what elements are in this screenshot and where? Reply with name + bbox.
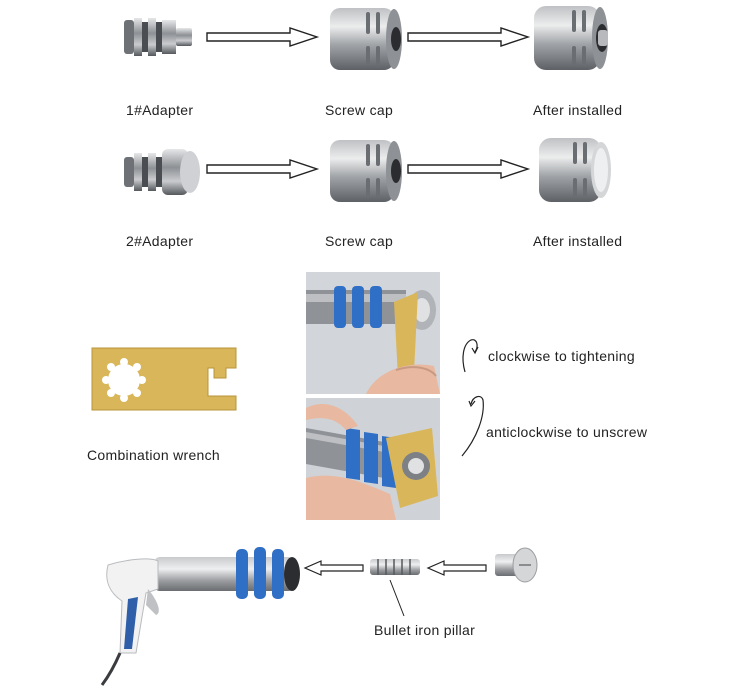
screw-cap-image [326, 134, 406, 206]
anticlockwise-instruction: anticlockwise to unscrew [486, 424, 648, 440]
anticlockwise-arrow-icon [459, 392, 489, 458]
bullet-iron-pillar-image [368, 556, 422, 578]
combination-wrench-image [88, 344, 240, 414]
arrow-left [303, 560, 365, 576]
adapter-1-image [118, 8, 198, 66]
installed-cap-image [535, 132, 615, 208]
arrow-right [406, 158, 531, 180]
unscrewing-photo [306, 398, 440, 520]
arrow-right [406, 26, 531, 48]
installed-cap-image [530, 0, 612, 76]
tightening-photo [306, 272, 440, 394]
screw-cap-label: Screw cap [325, 102, 394, 118]
screw-cap-image [326, 2, 406, 74]
bullet-iron-pillar-label: Bullet iron pillar [374, 622, 476, 638]
adapter-head-image [493, 546, 539, 584]
after-installed-label: After installed [533, 102, 623, 118]
arrow-left [426, 560, 488, 576]
screw-cap-label: Screw cap [325, 233, 394, 249]
adapter-2-label: 2#Adapter [126, 233, 194, 249]
after-installed-label: After installed [533, 233, 623, 249]
combination-wrench-label: Combination wrench [87, 447, 221, 463]
clockwise-instruction: clockwise to tightening [488, 348, 635, 364]
adapter-1-label: 1#Adapter [126, 102, 194, 118]
arrow-right [205, 26, 320, 48]
arrow-right [205, 158, 320, 180]
handpiece-gun-image [98, 541, 302, 687]
clockwise-arrow-icon [459, 336, 481, 374]
adapter-2-image [118, 143, 206, 201]
pointer-line [388, 578, 408, 618]
